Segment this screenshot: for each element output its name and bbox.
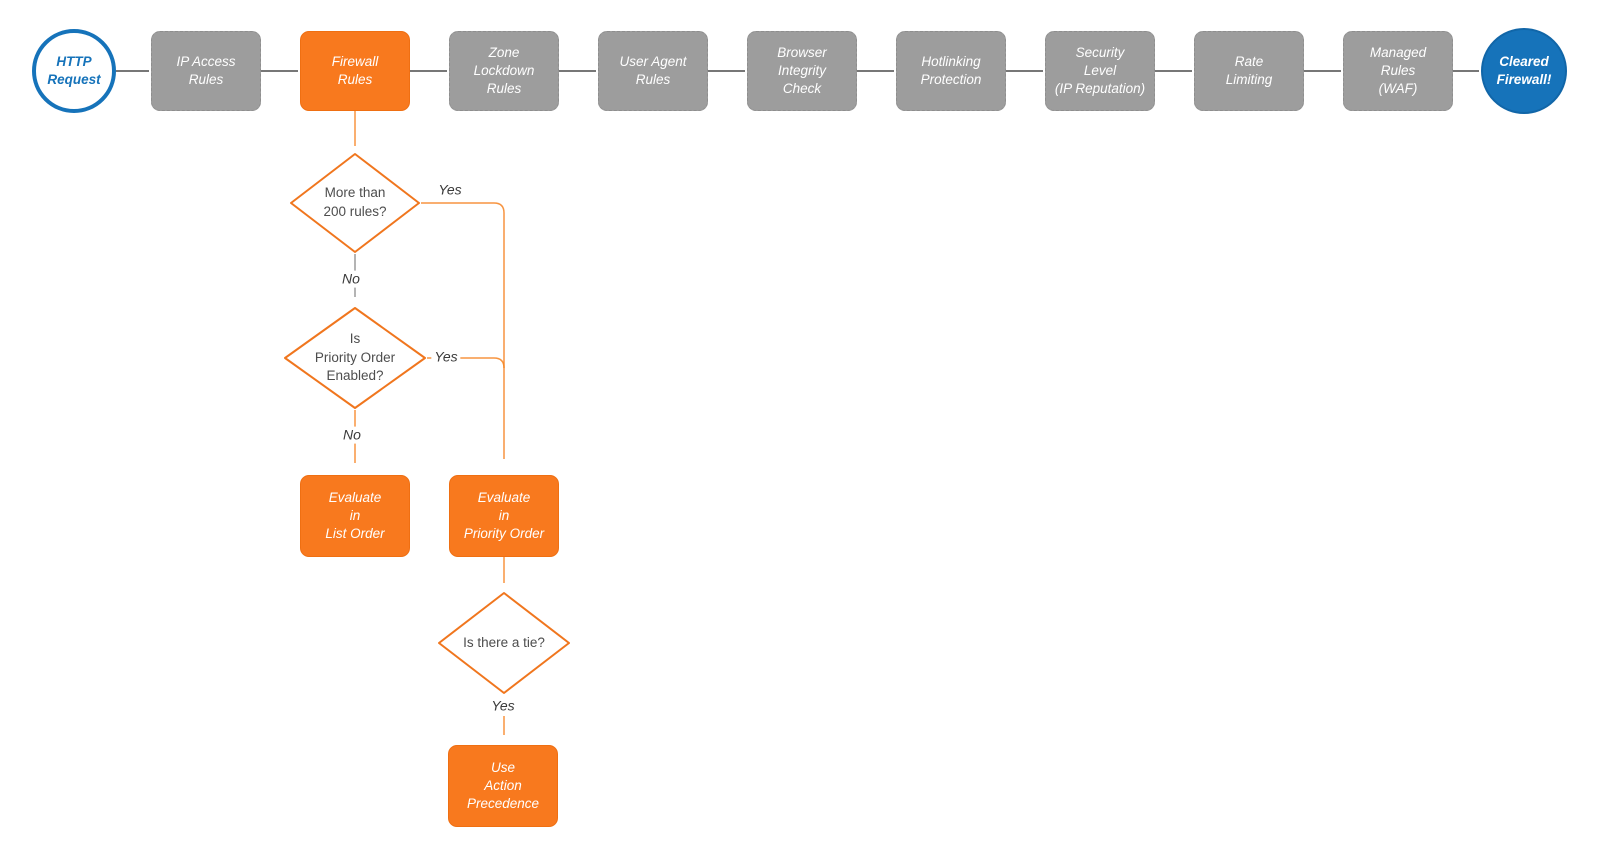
action-label: Use Action Precedence (466, 759, 540, 812)
decision-more-than-200-rules: More than 200 rules? (289, 152, 421, 254)
pipeline-step-label: Zone Lockdown Rules (473, 44, 535, 97)
edge-label-decision2-yes: Yes (431, 348, 461, 366)
pipeline-step-label: Browser Integrity Check (777, 44, 827, 97)
edge-label-decision3-yes: Yes (488, 697, 518, 715)
action-use-action-precedence: Use Action Precedence (448, 745, 558, 827)
start-node-label: HTTP Request (47, 53, 101, 87)
action-label: Evaluate in List Order (325, 489, 385, 542)
connector-decision1-yes-to-priority-order (421, 202, 505, 459)
end-node-label: Cleared Firewall! (1496, 53, 1552, 87)
pipeline-step-rate-limiting: Rate Limiting (1194, 31, 1304, 111)
pipeline-step-ip-access-rules: IP Access Rules (151, 31, 261, 111)
pipeline-step-hotlinking-protection: Hotlinking Protection (896, 31, 1006, 111)
decision-priority-order-enabled: Is Priority Order Enabled? (283, 306, 427, 410)
action-evaluate-in-list-order: Evaluate in List Order (300, 475, 410, 557)
pipeline-step-label: User Agent Rules (619, 53, 687, 87)
action-evaluate-in-priority-order: Evaluate in Priority Order (449, 475, 559, 557)
diamond-shape (438, 592, 570, 694)
pipeline-step-label: Managed Rules (WAF) (1369, 44, 1427, 97)
start-node-http-request: HTTP Request (32, 29, 116, 113)
diamond-shape (290, 153, 420, 253)
decision-label: Is Priority Order Enabled? (314, 330, 396, 384)
pipeline-step-zone-lockdown-rules: Zone Lockdown Rules (449, 31, 559, 111)
diamond-shape (284, 307, 426, 409)
end-node-cleared-firewall: Cleared Firewall! (1481, 28, 1567, 114)
action-label: Evaluate in Priority Order (463, 489, 545, 542)
pipeline-step-user-agent-rules: User Agent Rules (598, 31, 708, 111)
pipeline-step-label: IP Access Rules (176, 53, 236, 87)
pipeline-step-label: Firewall Rules (331, 53, 379, 87)
decision-label: More than 200 rules? (323, 185, 387, 219)
decision-label: Is there a tie? (463, 634, 545, 650)
pipeline-step-firewall-rules: Firewall Rules (300, 31, 410, 111)
pipeline-step-managed-rules-waf: Managed Rules (WAF) (1343, 31, 1453, 111)
pipeline-step-browser-integrity-check: Browser Integrity Check (747, 31, 857, 111)
edge-label-decision2-no: No (340, 426, 364, 444)
pipeline-step-label: Security Level (IP Reputation) (1054, 44, 1146, 97)
edge-label-decision1-yes: Yes (435, 181, 465, 199)
edge-label-decision1-no: No (339, 270, 363, 288)
pipeline-step-label: Rate Limiting (1225, 53, 1273, 87)
pipeline-step-label: Hotlinking Protection (920, 53, 982, 87)
pipeline-step-security-level: Security Level (IP Reputation) (1045, 31, 1155, 111)
decision-is-there-a-tie: Is there a tie? (437, 591, 571, 695)
